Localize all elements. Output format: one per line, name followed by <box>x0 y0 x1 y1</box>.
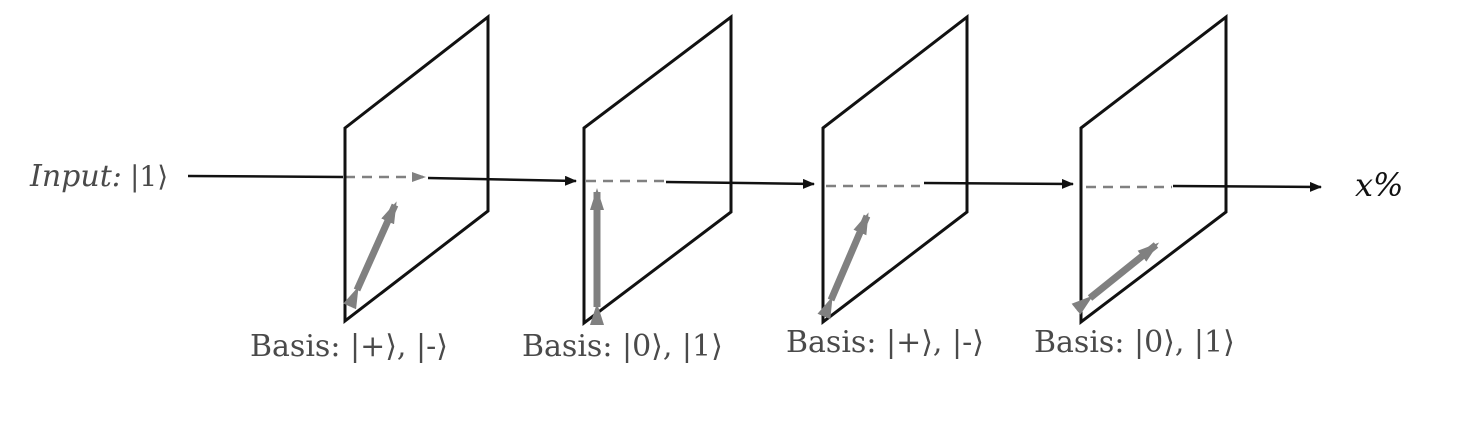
polarization-arrow-diagonal-icon <box>817 212 871 320</box>
filter-frame-2 <box>582 13 733 327</box>
output-label: x% <box>1355 166 1403 204</box>
basis-label-1: Basis: |+⟩, |-⟩ <box>250 329 448 364</box>
basis-label-4: Basis: |0⟩, |1⟩ <box>1034 325 1235 360</box>
beam-segment-1 <box>427 175 577 186</box>
beam-segment-3 <box>923 178 1074 189</box>
beam-segment-output <box>1172 181 1322 192</box>
input-state: |1⟩ <box>130 160 168 193</box>
input-label: Input: <box>29 159 122 194</box>
polarizer-filter-1 <box>343 13 490 325</box>
polarizer-filter-4 <box>1071 13 1228 326</box>
polarizer-filter-2 <box>582 13 733 327</box>
light-beam <box>187 172 1322 192</box>
basis-label-3: Basis: |+⟩, |-⟩ <box>786 325 984 360</box>
polarization-arrow-shallow-diagonal-icon <box>1071 242 1160 315</box>
filter-frame-4 <box>1079 13 1228 326</box>
beam-segment-2 <box>665 178 815 189</box>
beam-segment-input <box>187 174 344 179</box>
polarizer-filter-3 <box>817 13 969 326</box>
polarization-arrow-diagonal-icon <box>343 201 399 310</box>
basis-label-2: Basis: |0⟩, |1⟩ <box>522 329 723 364</box>
